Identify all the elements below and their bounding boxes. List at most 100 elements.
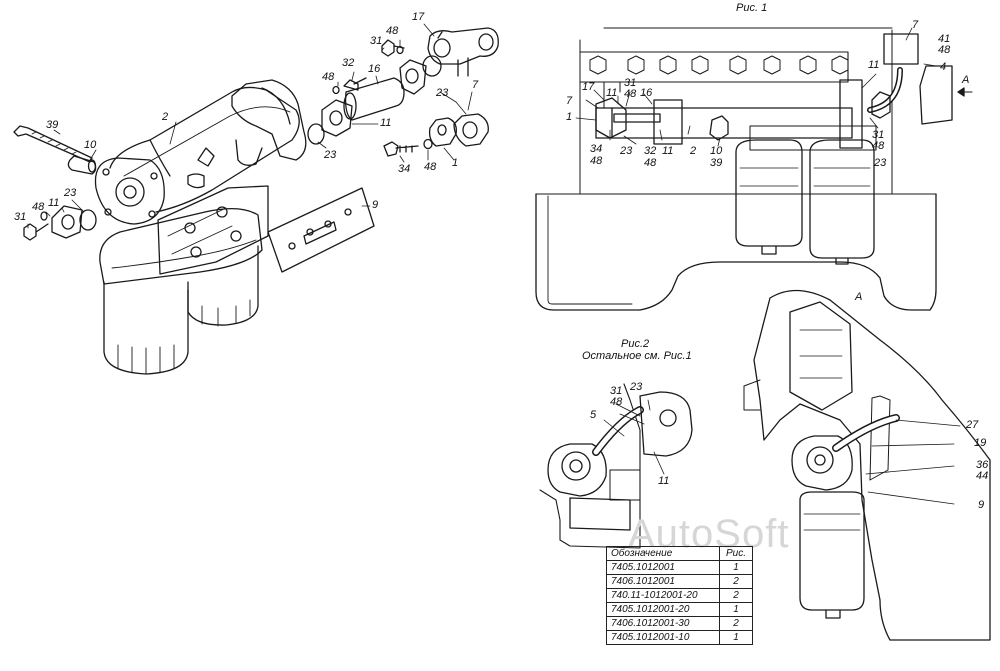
label-34: 34	[398, 163, 411, 175]
fig1-label-11: 11	[606, 87, 618, 99]
view-a-filter	[799, 491, 865, 611]
fig1-label-1: 1	[566, 111, 573, 123]
fig1-label-16: 16	[640, 87, 653, 99]
fig1-label-7b: 7	[912, 19, 919, 31]
fig1-label-41: 41	[938, 33, 951, 45]
view-a-label-36: 36	[976, 459, 989, 471]
spec-cell-fig: 2	[719, 616, 753, 631]
flange-11-upper	[399, 59, 427, 95]
label-1: 1	[452, 157, 459, 169]
spec-header-designation: Обозначение	[606, 546, 720, 561]
gasket-9	[267, 187, 375, 273]
front-flange	[94, 157, 165, 225]
flange-17	[427, 27, 499, 65]
spec-cell-designation: 7405.1012001-20	[606, 602, 720, 617]
pipe-16	[344, 77, 405, 121]
fig1-label-17: 17	[582, 81, 595, 93]
fig1-label-48e: 48	[872, 140, 885, 152]
label-48c: 48	[386, 25, 399, 37]
main-assembly	[13, 23, 499, 375]
spec-table-header: Обозначение Рис.	[606, 546, 753, 561]
fig1-label-34: 34	[590, 143, 603, 155]
label-31: 31	[14, 211, 27, 223]
fig1-cooler	[595, 107, 853, 139]
spec-cell-designation: 740.11-1012001-20	[606, 588, 720, 603]
fig1-label-7: 7	[566, 95, 573, 107]
gasket-23-left	[79, 209, 97, 231]
spec-cell-fig: 1	[719, 602, 753, 617]
fig1-label-48b: 48	[590, 155, 603, 167]
label-23: 23	[64, 187, 77, 199]
flange-11-left	[51, 205, 83, 239]
engine-block-outline	[535, 193, 937, 311]
view-a-label-27: 27	[966, 419, 979, 431]
label-48: 48	[32, 201, 45, 213]
filter-cup-right-ribs	[201, 299, 251, 327]
label-9: 9	[372, 199, 379, 211]
label-39: 39	[46, 119, 59, 131]
label-31b: 31	[370, 35, 383, 47]
flange-7	[453, 113, 489, 147]
fig1-label-48c: 48	[644, 157, 657, 169]
fig2-label-23: 23	[630, 381, 643, 393]
spec-header-fig: Рис.	[719, 546, 753, 561]
fig2-label-48: 48	[610, 396, 623, 408]
label-23c: 23	[324, 149, 337, 161]
fig1-label-31b: 31	[872, 129, 885, 141]
fig1-label-31: 31	[624, 77, 637, 89]
fig1-label-48d: 48	[938, 44, 951, 56]
fig1-label-11c: 11	[868, 59, 880, 71]
label-11: 11	[48, 197, 60, 209]
view-a-arrow-label: A	[962, 74, 970, 86]
bolt-39	[13, 125, 93, 163]
fig2-caption-line2: Остальное см. Рис.1	[582, 350, 692, 362]
view-a-label-9: 9	[978, 499, 985, 511]
label-2: 2	[162, 111, 169, 123]
fig1-label-23: 23	[620, 145, 633, 157]
label-16: 16	[368, 63, 381, 75]
filter-cup-right	[187, 245, 259, 326]
fig2-label-31: 31	[610, 385, 623, 397]
view-a-caption: A	[855, 291, 863, 303]
spec-cell-designation: 7405.1012001	[606, 560, 720, 575]
label-48b: 48	[322, 71, 335, 83]
flange-1	[428, 117, 457, 147]
cooler-housing	[109, 86, 300, 213]
fig1-label-23b: 23	[874, 157, 887, 169]
fig2-assembly	[539, 383, 693, 549]
fig1-label-39: 39	[710, 157, 723, 169]
mount-bracket	[157, 185, 269, 275]
spec-cell-fig: 1	[719, 560, 753, 575]
fig2-label-5: 5	[590, 409, 597, 421]
label-7: 7	[472, 79, 479, 91]
view-a-engine-outline	[753, 289, 991, 641]
filter-housing	[99, 208, 263, 285]
fig1-label-48: 48	[624, 88, 637, 100]
fig1-filter-left	[735, 139, 803, 247]
spec-cell-designation: 7406.1012001-30	[606, 616, 720, 631]
label-32: 32	[342, 57, 355, 69]
fig1-label-10: 10	[710, 145, 723, 157]
label-48d: 48	[424, 161, 437, 173]
fig1-filter-right	[809, 139, 875, 259]
fig1-caption: Рис. 1	[736, 2, 768, 14]
fig1-label-11b: 11	[662, 145, 674, 157]
label-17: 17	[412, 11, 425, 23]
fig1-label-4: 4	[940, 61, 947, 73]
fig2-label-11: 11	[658, 475, 670, 487]
outlet-elbow	[231, 79, 307, 161]
label-10: 10	[84, 139, 97, 151]
label-23b: 23	[436, 87, 449, 99]
spec-cell-fig: 2	[719, 574, 753, 589]
fig2-filter-cap	[547, 443, 607, 497]
fig1-label-32: 32	[644, 145, 657, 157]
